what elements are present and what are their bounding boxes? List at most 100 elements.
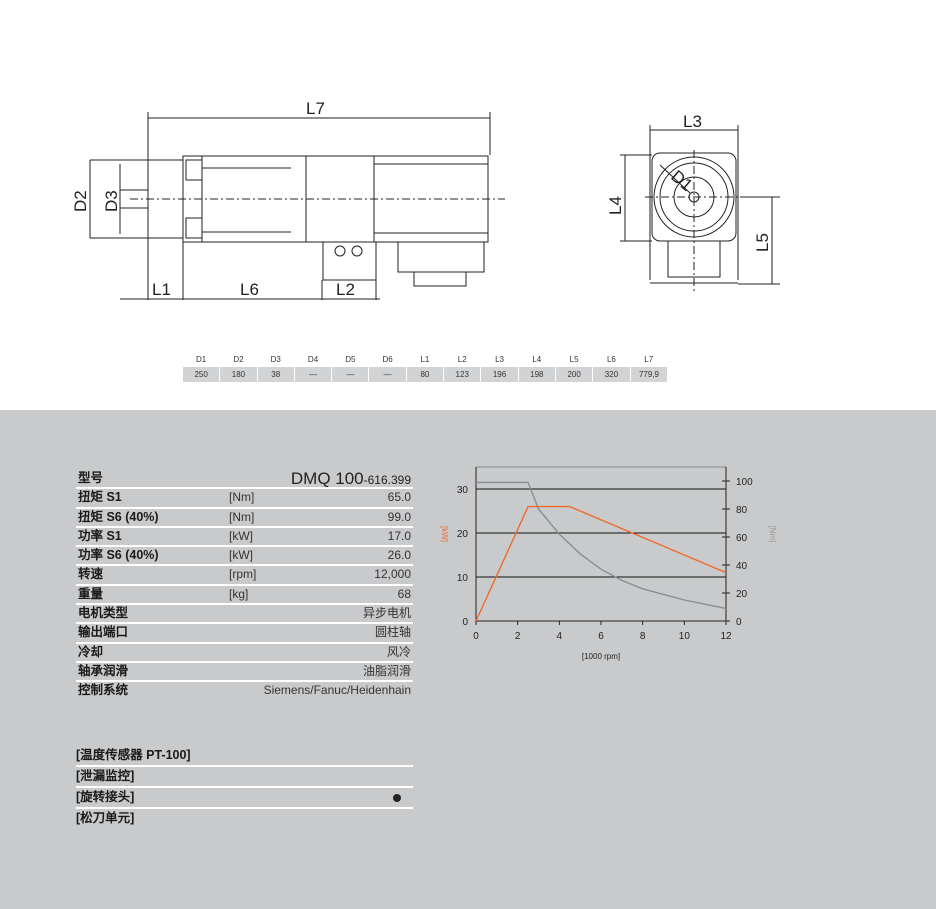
label-L6: L6 <box>240 280 259 299</box>
option-row: [温度传感器 PT-100] <box>76 746 413 767</box>
dim-header: L5 <box>569 355 579 364</box>
spec-row: 转速 [rpm] 12,000 <box>76 566 413 586</box>
spec-row: 控制系统 Siemens/Fanuc/Heidenhain <box>76 682 413 701</box>
dim-value: 180 <box>219 367 258 382</box>
spec-label: 扭矩 S6 (40%) <box>78 509 159 524</box>
spec-row: 功率 S1 [kW] 17.0 <box>76 528 413 548</box>
spec-value: 17.0 <box>387 528 411 543</box>
x-axis-label: [1000 rpm] <box>582 652 620 661</box>
dim-header: D3 <box>270 355 281 364</box>
dim-header: L3 <box>495 355 504 364</box>
spec-value: 99.0 <box>387 509 411 524</box>
spec-value: 12,000 <box>374 567 411 582</box>
model-sub: -616.399 <box>363 473 411 487</box>
torque-line <box>476 481 727 610</box>
y-axis-label: [kW] <box>440 526 449 542</box>
option-label: [温度传感器 PT-100] <box>76 748 191 762</box>
spec-label: 电机类型 <box>78 606 129 621</box>
spec-label: 型号 <box>78 471 104 485</box>
label-L2: L2 <box>336 280 355 299</box>
spec-value: 26.0 <box>387 548 411 563</box>
y-right-tick-label: 60 <box>736 533 748 544</box>
spec-unit: [kg] <box>229 586 249 601</box>
spec-label: 控制系统 <box>78 683 129 698</box>
option-label: [旋转接头] <box>76 790 135 804</box>
motor-dimension-drawing: L7 L1 L6 L2 L3 D2 D3 L4 L5 D1 <box>71 99 780 300</box>
spec-row: 重量 [kg] 68 <box>76 586 413 606</box>
dim-value: 123 <box>443 367 481 382</box>
spec-row-model: 型号 DMQ 100-616.399 <box>76 470 413 490</box>
spec-value: 68 <box>397 586 411 601</box>
dim-header: D2 <box>233 355 244 364</box>
spec-value: 异步电机 <box>362 606 411 621</box>
dim-value: — <box>293 367 332 382</box>
spec-label: 转速 <box>78 567 104 582</box>
y-right-tick-label: 40 <box>736 561 748 572</box>
spec-label: 冷却 <box>78 644 104 659</box>
spec-row: 扭矩 S1 [Nm] 65.0 <box>76 489 413 509</box>
dim-value: — <box>331 367 369 382</box>
label-L5: L5 <box>753 233 772 252</box>
dim-value: 38 <box>256 367 295 382</box>
spec-label: 重量 <box>78 586 104 601</box>
dim-header: D6 <box>382 355 393 364</box>
y-tick-label: 10 <box>457 573 469 584</box>
dim-value: 198 <box>517 367 556 382</box>
dim-value: 779,9 <box>629 367 668 382</box>
option-label: [松刀单元] <box>76 811 135 825</box>
option-row: [松刀单元] <box>76 809 413 830</box>
spec-row: 输出端口圆柱轴 <box>76 624 413 644</box>
options-list: [温度传感器 PT-100] [泄漏监控] [旋转接头] [松刀单元] <box>76 746 413 830</box>
dim-header: L4 <box>532 355 542 364</box>
spec-value: 油脂润滑 <box>362 663 411 678</box>
x-tick-label: 2 <box>515 631 521 642</box>
dim-value: 80 <box>405 367 444 382</box>
dim-header: D5 <box>345 355 356 364</box>
spec-label: 扭矩 S1 <box>78 490 122 505</box>
dim-value: — <box>368 367 407 382</box>
spec-row: 电机类型 异步电机 <box>76 605 413 625</box>
x-tick-label: 12 <box>720 631 732 642</box>
spec-value: 风冷 <box>386 644 411 659</box>
model-main: DMQ 100 <box>290 469 364 488</box>
dim-header: L6 <box>606 355 616 364</box>
model-number: DMQ 100-616.399 <box>291 470 411 489</box>
y-right-tick-label: 0 <box>736 617 742 628</box>
spec-value: 65.0 <box>387 490 411 505</box>
spec-table: 型号 DMQ 100-616.399 扭矩 S1 [Nm] 65.0 扭矩 S6 (4… <box>76 470 413 702</box>
option-row: [泄漏监控] <box>76 767 413 788</box>
spec-row: 功率 S6 (40%)[kW]26.0 <box>76 547 413 567</box>
spec-unit: [Nm] <box>229 490 255 505</box>
x-tick-label: 8 <box>640 631 646 642</box>
dim-value: 196 <box>480 367 519 382</box>
y-tick-label: 20 <box>457 529 469 540</box>
dim-value: 250 <box>181 367 220 382</box>
x-tick-label: 6 <box>598 631 604 642</box>
y-right-tick-label: 80 <box>736 505 748 516</box>
dim-value: 200 <box>554 367 593 382</box>
spec-row: 轴承润滑 油脂润滑 <box>76 663 413 683</box>
x-tick-label: 0 <box>473 631 479 642</box>
spec-unit: [kW] <box>229 528 253 543</box>
dim-header: L1 <box>420 355 430 364</box>
selected-dot-icon <box>393 794 401 802</box>
option-label: [泄漏监控] <box>76 769 135 783</box>
spec-label: 轴承润滑 <box>78 663 129 678</box>
spec-value: Siemens/Fanuc/Heidenhain <box>263 683 411 698</box>
label-L7: L7 <box>306 99 325 118</box>
label-D2: D2 <box>71 190 90 212</box>
x-tick-label: 4 <box>557 631 563 642</box>
y-right-tick-label: 100 <box>736 477 753 488</box>
spec-unit: [kW] <box>229 548 253 563</box>
label-L4: L4 <box>606 196 625 215</box>
y-tick-label: 30 <box>457 485 469 496</box>
y-right-axis-label: [Nm] <box>768 526 777 543</box>
dim-header: L2 <box>457 355 467 364</box>
spec-unit: [rpm] <box>229 567 257 582</box>
spec-row: 冷却 风冷 <box>76 644 413 663</box>
dim-value: 320 <box>592 367 631 382</box>
spec-label: 功率 S1 <box>78 528 122 543</box>
spec-label: 输出端口 <box>78 625 129 640</box>
